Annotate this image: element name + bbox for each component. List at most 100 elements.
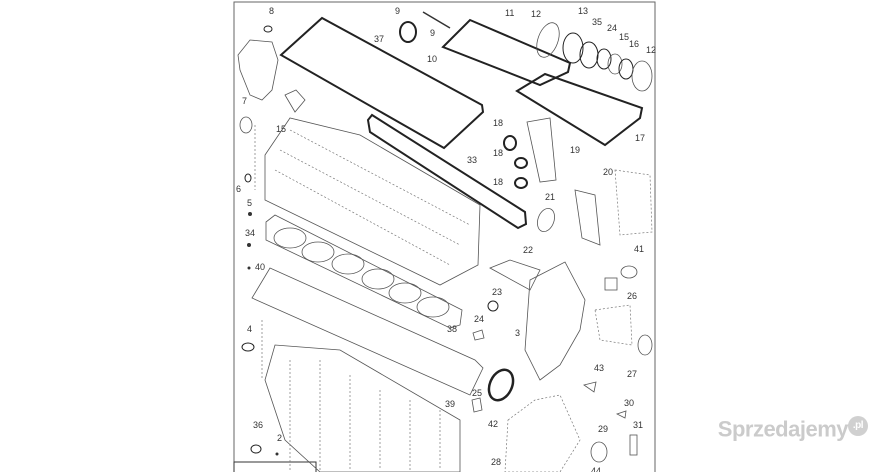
leader-dashes [254,125,263,380]
part-label: 43 [594,363,604,373]
part-label: 17 [635,133,645,143]
part-label: 4 [247,324,252,334]
part-label: 18 [493,118,503,128]
part-31 [629,434,638,456]
part-label: 27 [627,369,637,379]
flange-gasket-12b [631,60,653,92]
cylinder-head-detail [274,129,471,266]
part-label: 21 [545,192,555,202]
gasket-22 [489,259,541,291]
part-label: 38 [447,324,457,334]
part-label: 19 [570,145,580,155]
part-43 [583,381,597,393]
part-label: 6 [236,184,241,194]
gasket-19 [526,117,557,183]
side-cover-gasket [366,113,528,230]
o-ring-8 [263,25,273,33]
valve-cover-gasket [279,16,485,150]
seal-15 [607,53,623,75]
pump-part [594,304,633,346]
water-pump [504,394,581,472]
part-label: 29 [598,424,608,434]
part-label: 28 [491,457,501,467]
part-label: 35 [592,17,602,27]
part-label: 9 [430,28,435,38]
o-ring-18a [503,135,517,151]
part-label: 40 [255,262,265,272]
part-label: 34 [245,228,255,238]
gasket-20 [574,189,601,246]
part-label: 12 [646,45,656,55]
part-label: 37 [374,34,384,44]
flange-gasket-12 [536,22,560,58]
rocker-cover-gasket-lower [515,72,644,147]
part-label: 15 [276,124,286,134]
front-cover-gasket-3 [524,261,586,381]
o-ring-9 [399,21,417,43]
part-label: 30 [624,398,634,408]
o-ring-18c [514,177,528,189]
diagram-frame [233,1,656,472]
part-label: 33 [467,155,477,165]
o-ring-13 [562,32,584,64]
part-30 [615,410,627,419]
part-label: 20 [603,167,613,177]
seal-42 [487,368,515,402]
watermark-suffix: .pl [848,415,868,436]
o-ring-23 [487,300,499,312]
gasket-29 [590,441,608,463]
cylinder-head [264,117,481,286]
o-ring-6 [244,173,252,183]
seal-strip-9 [422,11,451,29]
oil-pan [264,344,461,472]
part-label: 41 [634,244,644,254]
part-label: 8 [269,6,274,16]
part-label: 13 [578,6,588,16]
oil-pan-ribs [289,360,441,470]
part-label: 9 [395,6,400,16]
o-ring-36 [250,444,262,454]
o-ring-35 [579,41,599,69]
part-label: 39 [445,399,455,409]
head-gasket [265,214,463,329]
part-label: 7 [242,96,247,106]
o-ring-21 [537,207,555,233]
oil-cooler [614,169,653,236]
part-label: 23 [492,287,502,297]
part-label: 12 [531,9,541,19]
gasket-15 [284,89,306,113]
sleeve-26 [604,277,618,291]
part-label: 44 [591,466,601,472]
part-label: 5 [247,198,252,208]
part-label: 18 [493,177,503,187]
part-label: 31 [633,420,643,430]
o-ring-4 [241,342,255,352]
part-label: 2 [277,433,282,443]
gasket-24b [472,329,485,341]
part-label: 36 [253,420,263,430]
part-label: 42 [488,419,498,429]
plug-40 [247,266,251,270]
rocker-cover-gasket-upper [441,18,572,87]
plug-2 [275,452,279,456]
gasket-27 [637,334,653,356]
part-label: 10 [427,54,437,64]
frame-corner-box [233,461,317,472]
part-label: 25 [472,388,482,398]
gasket-41 [620,265,638,279]
part-label: 11 [505,8,514,18]
part-label: 3 [515,328,520,338]
part-label: 16 [629,39,639,49]
part-label: 18 [493,148,503,158]
part-label: 24 [474,314,484,324]
watermark-text: Sprzedajemy [717,416,849,441]
part-label: 24 [607,23,617,33]
part-label: 22 [523,245,533,255]
oil-pan-gasket [251,267,484,396]
head-gasket-bores [273,227,450,318]
thermostat-housing [237,39,279,101]
o-ring-18b [514,157,528,169]
part-labels: 8 9 9 37 10 11 12 13 35 24 15 16 12 7 15… [236,6,656,472]
plug-5 [248,212,252,216]
